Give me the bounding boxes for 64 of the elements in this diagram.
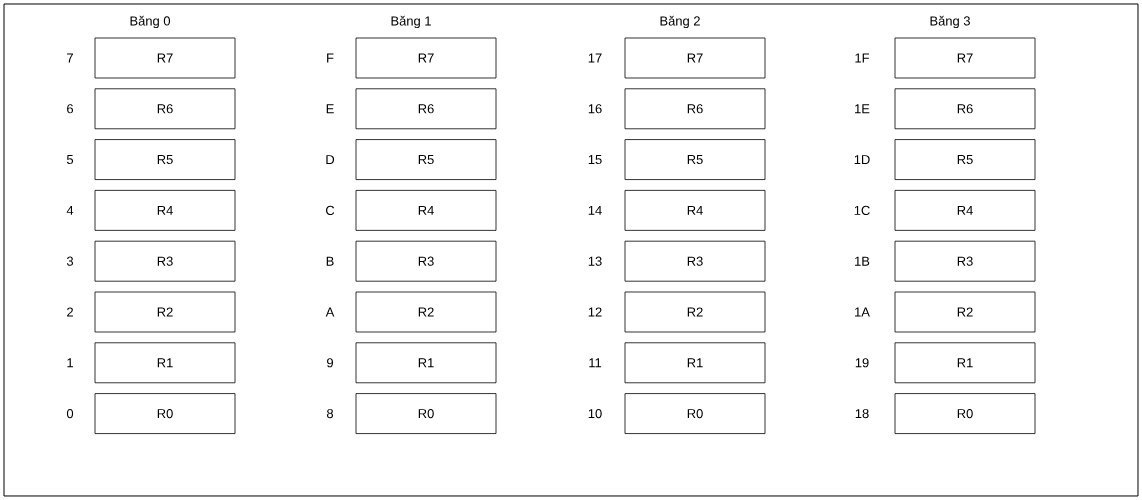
address-label: 8 bbox=[326, 409, 334, 419]
address-label: 1F bbox=[855, 53, 870, 63]
address-label: 14 bbox=[588, 205, 602, 215]
address-label: 1C bbox=[854, 205, 870, 215]
address-label: 1B bbox=[855, 256, 870, 266]
register-box: R7 bbox=[94, 37, 236, 79]
address-label: E bbox=[326, 104, 334, 114]
address-label: 17 bbox=[588, 53, 602, 63]
address-label: 1A bbox=[855, 307, 870, 317]
address-label: 15 bbox=[588, 155, 602, 165]
address-label: 0 bbox=[66, 409, 74, 419]
address-label: 19 bbox=[855, 358, 869, 368]
register-box: R1 bbox=[94, 342, 236, 384]
address-label: 4 bbox=[66, 205, 74, 215]
register-box: R2 bbox=[624, 291, 766, 333]
address-label: 13 bbox=[588, 256, 602, 266]
register-box: R3 bbox=[894, 240, 1036, 282]
register-box: R1 bbox=[624, 342, 766, 384]
address-label: 7 bbox=[67, 53, 73, 63]
register-box: R4 bbox=[94, 190, 236, 231]
register-box: R6 bbox=[94, 88, 236, 130]
register-box: R2 bbox=[355, 291, 497, 333]
address-label: 2 bbox=[67, 307, 73, 317]
register-box: R6 bbox=[624, 88, 766, 130]
address-label: 11 bbox=[589, 358, 602, 368]
address-label: 10 bbox=[588, 409, 602, 419]
address-label: 5 bbox=[66, 155, 74, 165]
register-box: R7 bbox=[624, 37, 766, 79]
register-box: R0 bbox=[624, 393, 766, 434]
register-box: R0 bbox=[94, 393, 236, 434]
register-box: R0 bbox=[894, 393, 1036, 434]
address-label: 6 bbox=[67, 104, 74, 114]
register-box: R1 bbox=[355, 342, 497, 384]
register-box: R7 bbox=[355, 37, 497, 79]
register-box: R6 bbox=[894, 88, 1036, 130]
register-box: R4 bbox=[355, 190, 497, 231]
address-label: A bbox=[325, 307, 335, 317]
address-label: F bbox=[327, 53, 334, 63]
address-label: 1E bbox=[855, 104, 870, 114]
address-label: 3 bbox=[66, 256, 74, 266]
address-label: 12 bbox=[588, 307, 602, 317]
register-box: R0 bbox=[355, 393, 497, 434]
register-box: R6 bbox=[355, 88, 497, 130]
register-box: R5 bbox=[94, 139, 236, 180]
address-label: 1D bbox=[854, 155, 870, 165]
register-box: R3 bbox=[355, 240, 497, 282]
register-box: R3 bbox=[94, 240, 236, 282]
register-box: R2 bbox=[94, 291, 236, 333]
address-label: D bbox=[326, 155, 335, 165]
register-box: R3 bbox=[624, 240, 766, 282]
address-label: B bbox=[326, 256, 334, 266]
register-box: R4 bbox=[894, 190, 1036, 231]
register-box: R5 bbox=[355, 139, 497, 180]
address-label: C bbox=[326, 205, 335, 215]
register-box: R1 bbox=[894, 342, 1036, 384]
register-box: R4 bbox=[624, 190, 766, 231]
register-box: R2 bbox=[894, 291, 1036, 333]
address-label: 9 bbox=[327, 358, 333, 368]
register-box: R7 bbox=[894, 37, 1036, 79]
address-label: 18 bbox=[855, 409, 869, 419]
register-box: R5 bbox=[894, 139, 1036, 180]
register-box: R5 bbox=[624, 139, 766, 180]
address-label: 16 bbox=[588, 104, 602, 114]
address-label: 1 bbox=[67, 358, 73, 368]
